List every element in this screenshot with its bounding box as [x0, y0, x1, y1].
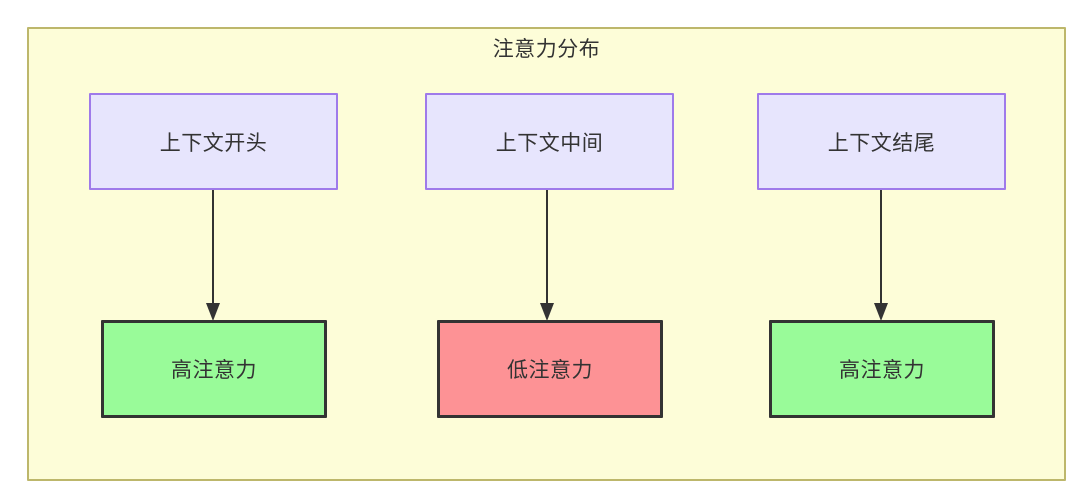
arrow-down-icon: [206, 190, 220, 321]
node-context-start[interactable]: 上下文开头: [89, 93, 338, 190]
node-attention-end-high[interactable]: 高注意力: [769, 320, 995, 418]
node-label: 高注意力: [171, 359, 257, 382]
node-label: 高注意力: [839, 359, 925, 382]
node-label: 上下文开头: [159, 131, 268, 155]
edge-context-middle-to-attention: [538, 190, 556, 321]
node-label: 上下文中间: [495, 131, 604, 155]
edge-context-end-to-attention: [872, 190, 890, 321]
node-label: 低注意力: [507, 359, 593, 382]
arrow-down-icon: [874, 190, 888, 321]
arrow-down-icon: [540, 190, 554, 321]
node-context-middle[interactable]: 上下文中间: [425, 93, 674, 190]
node-context-end[interactable]: 上下文结尾: [757, 93, 1006, 190]
cluster-title: 注意力分布: [492, 38, 601, 61]
node-attention-start-high[interactable]: 高注意力: [101, 320, 327, 418]
node-attention-middle-low[interactable]: 低注意力: [437, 320, 663, 418]
node-label: 上下文结尾: [827, 131, 936, 155]
edge-context-start-to-attention: [204, 190, 222, 321]
